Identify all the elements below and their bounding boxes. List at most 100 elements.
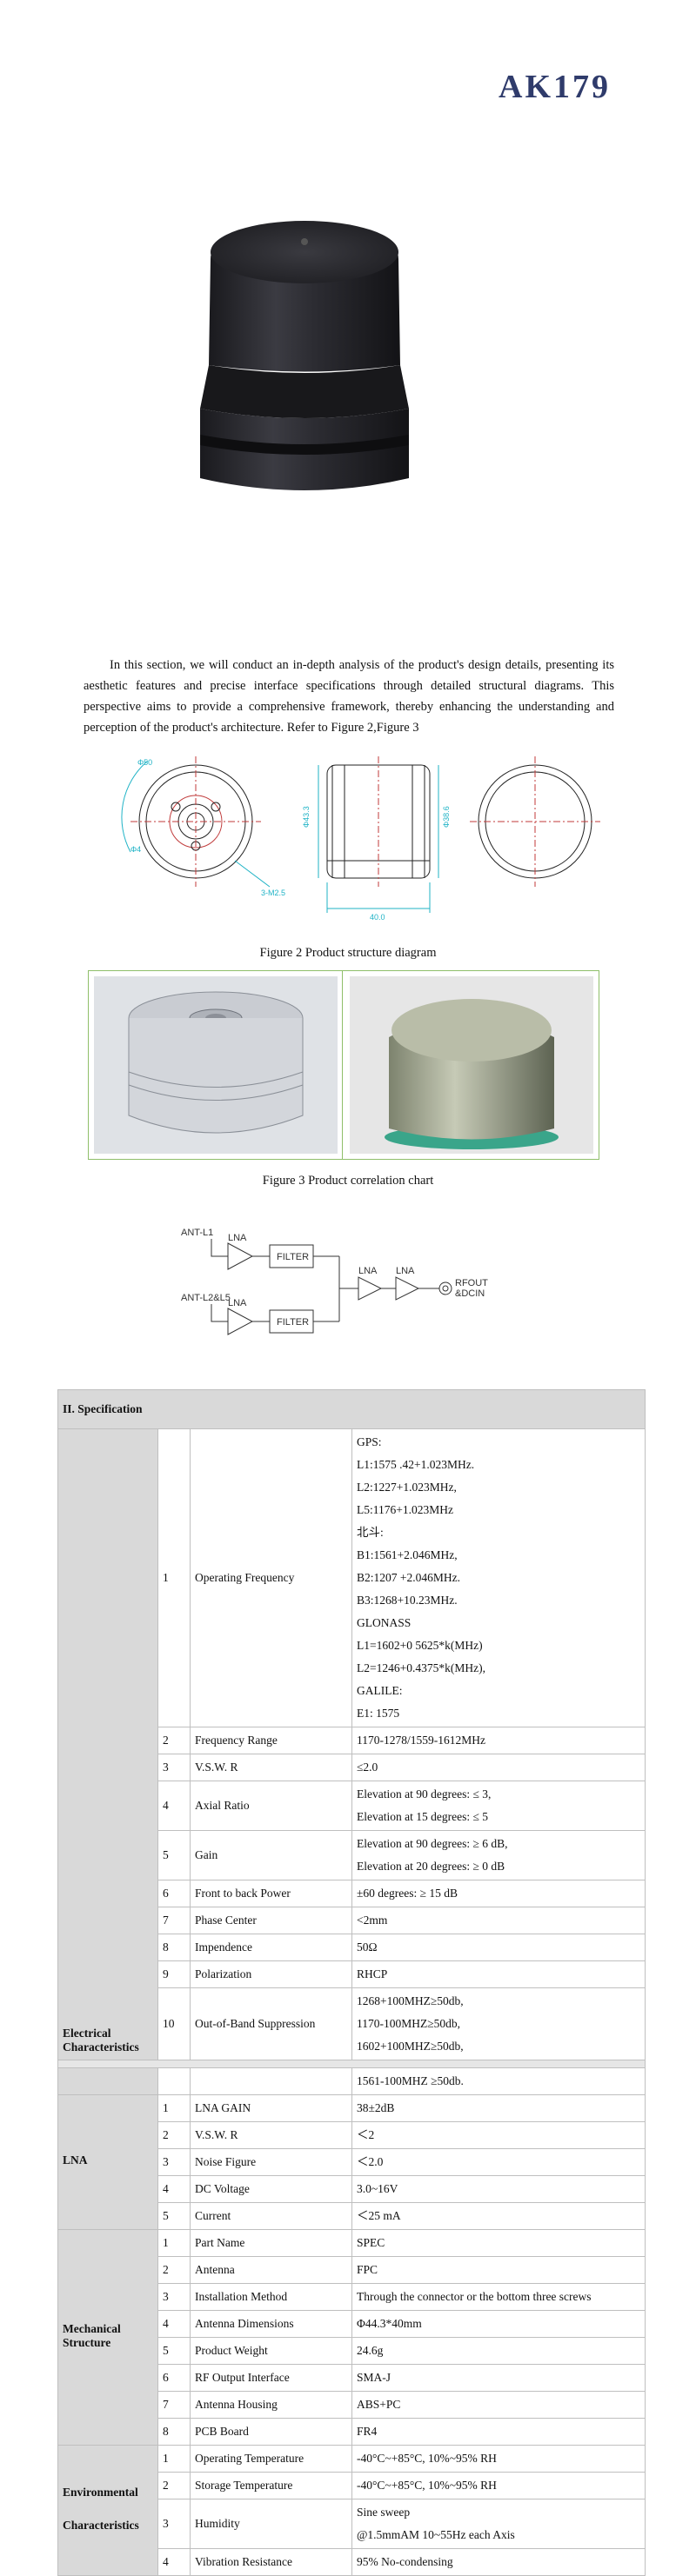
value-line: @1.5mmAM 10~55Hz each Axis — [357, 2528, 515, 2541]
category-cell-electrical: Electrical Characteristics — [57, 1428, 158, 2060]
label-lna-4: LNA — [396, 1266, 415, 1276]
row-number: 10 — [157, 1987, 191, 2060]
parameter-name: Phase Center — [190, 1907, 352, 1934]
parameter-value: -40°C~+85°C, 10%~95% RH — [351, 2472, 646, 2499]
parameter-value: SMA-J — [351, 2364, 646, 2392]
row-number: 4 — [157, 2548, 191, 2576]
row-number: 3 — [157, 2148, 191, 2176]
value-line: -40°C~+85°C, 10%~95% RH — [357, 2479, 497, 2492]
label-dcin: &DCIN — [455, 1288, 485, 1299]
value-line: L1=1602+0 5625*k(MHz) — [357, 1639, 483, 1652]
parameter-value: Sine sweep @1.5mmAM 10~55Hz each Axis — [351, 2499, 646, 2549]
label-lna-3: LNA — [358, 1266, 378, 1276]
parameter-value: ＜25 mA — [351, 2202, 646, 2230]
photo-divider — [342, 971, 343, 1159]
row-number: 4 — [157, 2175, 191, 2203]
parameter-value: ABS+PC — [351, 2391, 646, 2419]
value-line: Sine sweep — [357, 2506, 411, 2519]
parameter-name: Product Weight — [190, 2337, 352, 2365]
category-label: LNA — [63, 2153, 88, 2167]
category-cell-blank — [57, 2067, 158, 2095]
row-number: 8 — [157, 1934, 191, 1961]
block-diagram: ANT-L1 LNA FILTER ANT-L2&L5 LNA FILTER L… — [181, 1228, 488, 1335]
row-number: 2 — [157, 1727, 191, 1754]
value-line: 1170-1278/1559-1612MHz — [357, 1734, 485, 1747]
category-label-line2: Characteristics — [63, 2518, 139, 2532]
value-line: 1268+100MHZ≥50db, — [357, 1994, 464, 2007]
row-number: 5 — [157, 2337, 191, 2365]
row-number: 1 — [157, 2094, 191, 2122]
value-line: Elevation at 90 degrees: ≥ 6 dB, — [357, 1837, 508, 1850]
category-label: Mechanical Structure — [63, 2321, 121, 2349]
value-line: 北斗: — [357, 1526, 384, 1539]
parameter-name: Operating Temperature — [190, 2445, 352, 2473]
parameter-value: 1170-1278/1559-1612MHz — [351, 1727, 646, 1754]
value-line: Φ44.3*40mm — [357, 2317, 422, 2330]
page-break-row — [57, 2060, 646, 2068]
parameter-name: Humidity — [190, 2499, 352, 2549]
value-line: Elevation at 20 degrees: ≥ 0 dB — [357, 1860, 505, 1873]
value-line: ＜2.0 — [357, 2155, 384, 2168]
value-line: Elevation at 15 degrees: ≤ 5 — [357, 1810, 488, 1823]
value-line: ≤2.0 — [357, 1761, 378, 1774]
spec-header-row: II. Specification — [57, 1389, 646, 1429]
parameter-name-blank — [190, 2067, 352, 2095]
value-line: L2=1246+0.4375*k(MHz), — [357, 1661, 485, 1674]
parameter-value: 50Ω — [351, 1934, 646, 1961]
dim-label-h2: Φ38.6 — [442, 806, 451, 828]
intro-paragraph: In this section, we will conduct an in-d… — [84, 657, 614, 735]
value-line: Elevation at 90 degrees: ≤ 3, — [357, 1787, 492, 1801]
row-number: 3 — [157, 2499, 191, 2549]
parameter-name: Polarization — [190, 1960, 352, 1988]
value-line: ABS+PC — [357, 2398, 401, 2411]
spec-section-title: II. Specification — [57, 1389, 646, 1429]
parameter-value: 24.6g — [351, 2337, 646, 2365]
value-line: 24.6g — [357, 2344, 384, 2357]
parameter-value: Through the connector or the bottom thre… — [351, 2283, 646, 2311]
parameter-value: -40°C~+85°C, 10%~95% RH — [351, 2445, 646, 2473]
value-line: SPEC — [357, 2236, 385, 2249]
value-line: 1602+100MHZ≥50db, — [357, 2040, 464, 2053]
row-number: 4 — [157, 1781, 191, 1831]
value-line: ＜25 mA — [357, 2209, 401, 2222]
parameter-name: V.S.W. R — [190, 2121, 352, 2149]
parameter-value: FPC — [351, 2256, 646, 2284]
parameter-value: RHCP — [351, 1960, 646, 1988]
value-line: GLONASS — [357, 1616, 412, 1629]
value-line: 50Ω — [357, 1940, 378, 1954]
row-number: 2 — [157, 2121, 191, 2149]
parameter-name: Front to back Power — [190, 1880, 352, 1907]
label-ant-l1: ANT-L1 — [181, 1228, 213, 1238]
parameter-name: Storage Temperature — [190, 2472, 352, 2499]
value-line: -40°C~+85°C, 10%~95% RH — [357, 2452, 497, 2465]
parameter-name: Out-of-Band Suppression — [190, 1987, 352, 2060]
category-label: Electrical Characteristics — [63, 2027, 139, 2053]
housing-render-image — [350, 976, 593, 1154]
continuation-value: 1561-100MHZ ≥50db. — [351, 2067, 646, 2095]
dim-label-h1: Φ43.3 — [302, 806, 311, 828]
parameter-name: Current — [190, 2202, 352, 2230]
parameter-name: Installation Method — [190, 2283, 352, 2311]
cad-render-image — [94, 976, 338, 1154]
row-number: 7 — [157, 1907, 191, 1934]
parameter-value: ±60 degrees: ≥ 15 dB — [351, 1880, 646, 1907]
value-line: RHCP — [357, 1967, 388, 1980]
parameter-value: 38±2dB — [351, 2094, 646, 2122]
parameter-name: V.S.W. R — [190, 1754, 352, 1781]
parameter-value: GPS:L1:1575 .42+1.023MHz.L2:1227+1.023MH… — [351, 1428, 646, 1727]
